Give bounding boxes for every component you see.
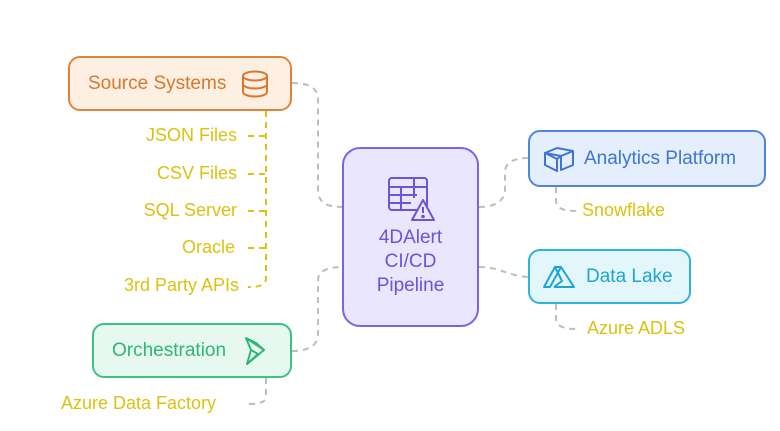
leaf-json-files: JSON Files bbox=[145, 125, 237, 145]
azure-icon bbox=[543, 265, 575, 288]
analytics-platform-label: Analytics Platform bbox=[584, 147, 737, 169]
pipeline-label-line-3: Pipeline bbox=[376, 275, 445, 296]
data-lake-label: Data Lake bbox=[586, 265, 673, 287]
orchestration-label: Orchestration bbox=[112, 339, 227, 361]
connector-lake-adls bbox=[555, 304, 579, 330]
box-icon bbox=[544, 146, 574, 172]
source-systems-label: Source Systems bbox=[88, 72, 227, 94]
connector-analytics-snowflake bbox=[555, 187, 577, 212]
pipeline-label-line-2: CI/CD bbox=[384, 251, 437, 272]
connector-center-analytics bbox=[478, 157, 529, 208]
leaf-oracle: Oracle bbox=[181, 237, 235, 257]
connector-center-lake bbox=[478, 266, 529, 278]
connector-source-center bbox=[291, 82, 343, 208]
leaf-azure-data-factory: Azure Data Factory bbox=[61, 393, 217, 413]
leaf-snowflake: Snowflake bbox=[582, 200, 666, 220]
data-factory-icon bbox=[245, 336, 266, 365]
leaf-sql-server: SQL Server bbox=[143, 200, 237, 220]
pipeline-label: 4DAlert CI/CD Pipeline bbox=[377, 226, 445, 298]
table-alert-icon bbox=[387, 177, 435, 221]
connector-source-leaves bbox=[247, 111, 267, 288]
leaf-csv-files: CSV Files bbox=[156, 163, 237, 183]
pipeline-label-line-1: 4DAlert bbox=[378, 227, 443, 248]
connector-orchestration-adf bbox=[247, 378, 267, 405]
orchestration-node[interactable]: Orchestration bbox=[92, 323, 292, 378]
pipeline-center-node[interactable]: 4DAlert CI/CD Pipeline bbox=[342, 147, 479, 327]
leaf-azure-adls: Azure ADLS bbox=[587, 318, 686, 338]
source-systems-node[interactable]: Source Systems bbox=[68, 56, 292, 111]
leaf-3rd-party-apis: 3rd Party APIs bbox=[123, 275, 239, 295]
data-lake-node[interactable]: Data Lake bbox=[528, 249, 691, 304]
connector-orchestration-center bbox=[291, 266, 343, 352]
database-icon bbox=[242, 70, 269, 98]
analytics-platform-node[interactable]: Analytics Platform bbox=[528, 130, 766, 187]
